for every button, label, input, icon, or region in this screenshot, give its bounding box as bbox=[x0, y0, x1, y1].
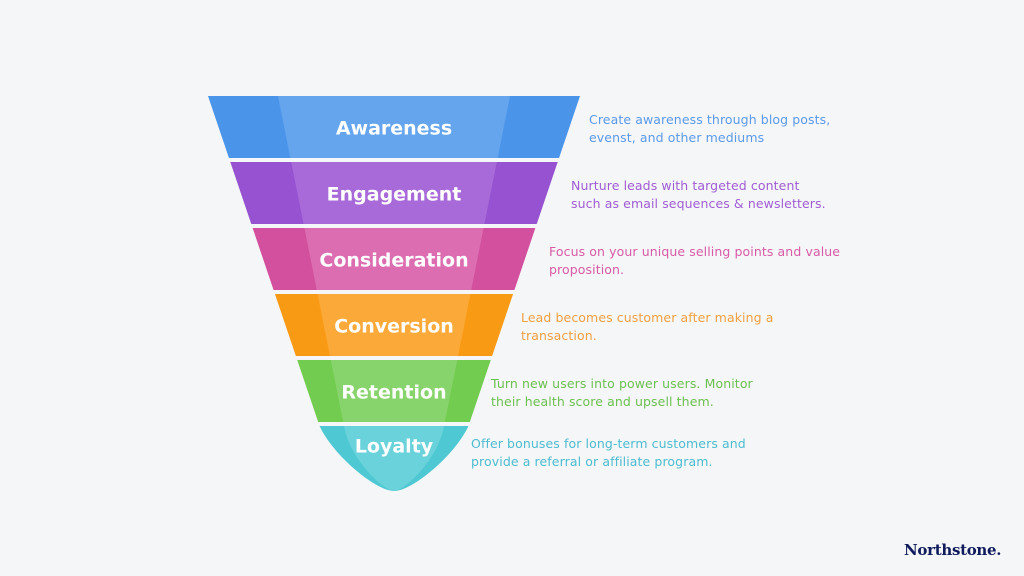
funnel-band-highlight bbox=[291, 162, 497, 224]
description-line: Turn new users into power users. Monitor bbox=[491, 376, 753, 391]
funnel-stage-loyalty: Loyalty bbox=[319, 426, 469, 491]
stage-label: Consideration bbox=[319, 250, 468, 272]
funnel-stage-awareness: Awareness bbox=[208, 96, 580, 158]
description-line: Focus on your unique selling points and … bbox=[549, 244, 841, 259]
funnel-stage-retention: Retention bbox=[297, 360, 491, 422]
funnel-band-highlight bbox=[304, 228, 484, 290]
funnel-band-highlight bbox=[278, 96, 510, 158]
funnel-stage-engagement: Engagement bbox=[230, 162, 558, 224]
description-line: evenst, and other mediums bbox=[589, 130, 765, 145]
description-line: Create awareness through blog posts, bbox=[589, 112, 831, 127]
stage-description-awareness: Create awareness through blog posts, even… bbox=[589, 111, 830, 147]
stage-description-consideration: Focus on your unique selling points and … bbox=[549, 243, 840, 279]
description-line: their health score and upsell them. bbox=[491, 394, 714, 409]
funnel-band-highlight bbox=[330, 360, 458, 422]
description-line: such as email sequences & newsletters. bbox=[571, 196, 826, 211]
description-line: Nurture leads with targeted content bbox=[571, 178, 800, 193]
stage-label: Retention bbox=[341, 382, 446, 404]
northstone-logo: Northstone. bbox=[904, 541, 1002, 559]
description-line: proposition. bbox=[549, 262, 625, 277]
funnel-band-highlight bbox=[317, 294, 471, 356]
stage-description-conversion: Lead becomes customer after making a tran… bbox=[521, 309, 774, 345]
stage-description-loyalty: Offer bonuses for long-term customers an… bbox=[471, 435, 746, 471]
stage-description-retention: Turn new users into power users. Monitor… bbox=[491, 375, 753, 411]
stage-label: Loyalty bbox=[355, 436, 434, 458]
description-line: Offer bonuses for long-term customers an… bbox=[471, 436, 746, 451]
stage-label: Awareness bbox=[336, 118, 452, 140]
funnel-band-highlight bbox=[344, 426, 444, 491]
stage-description-engagement: Nurture leads with targeted content such … bbox=[571, 177, 826, 213]
funnel-stage-conversion: Conversion bbox=[274, 294, 514, 356]
description-line: provide a referral or affiliate program. bbox=[471, 454, 713, 469]
funnel-stage-consideration: Consideration bbox=[252, 228, 536, 290]
description-line: transaction. bbox=[521, 328, 597, 343]
description-line: Lead becomes customer after making a bbox=[521, 310, 774, 325]
stage-label: Engagement bbox=[327, 184, 462, 206]
stage-label: Conversion bbox=[334, 316, 454, 338]
